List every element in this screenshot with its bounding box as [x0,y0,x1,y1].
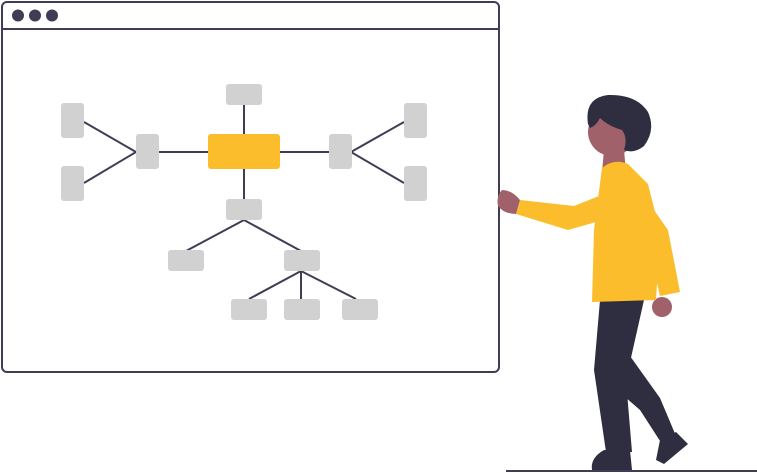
person-front-shoe [591,450,632,470]
mind-map-edges [83,105,405,300]
edge-lower-hub-lower-right-hub [243,219,302,252]
person-pointing-arm [516,194,604,230]
node-left-top[interactable] [61,103,84,138]
window-dot-2[interactable] [29,9,41,22]
node-top[interactable] [226,84,262,105]
node-right-top[interactable] [404,103,427,138]
node-left-bottom[interactable] [61,166,84,201]
edge-left-hub-left-top [83,121,137,153]
node-center[interactable] [208,134,280,169]
person-back-shoe [656,432,688,464]
person-torso [592,161,660,302]
edge-left-hub-left-bottom [83,151,137,184]
node-lower-left[interactable] [168,250,204,271]
node-lower-right-hub[interactable] [284,250,320,271]
window-controls-icon[interactable] [12,9,58,22]
person-hair [587,94,652,152]
node-right-hub[interactable] [329,134,352,169]
edge-lr-hub-leaf-1 [248,270,302,300]
person-pointing-hand [497,190,520,214]
window-dot-1[interactable] [12,9,24,22]
node-leaf-3[interactable] [342,299,378,320]
node-leaf-1[interactable] [231,299,267,320]
person-icon [497,94,688,470]
window-dot-3[interactable] [46,9,58,22]
browser-window [1,1,500,373]
node-right-bottom[interactable] [404,166,427,201]
node-lower-hub[interactable] [226,199,262,220]
edge-right-hub-right-top [350,121,405,153]
node-left-hub[interactable] [136,134,159,169]
mind-map-nodes [61,84,427,320]
edge-lr-hub-leaf-3 [300,270,357,300]
edge-right-hub-right-bottom [350,151,405,184]
browser-frame [1,1,500,373]
person-front-leg [594,300,644,452]
node-leaf-2[interactable] [284,299,320,320]
edge-lower-hub-lower-left [185,219,245,252]
person-right-hand [652,297,672,317]
